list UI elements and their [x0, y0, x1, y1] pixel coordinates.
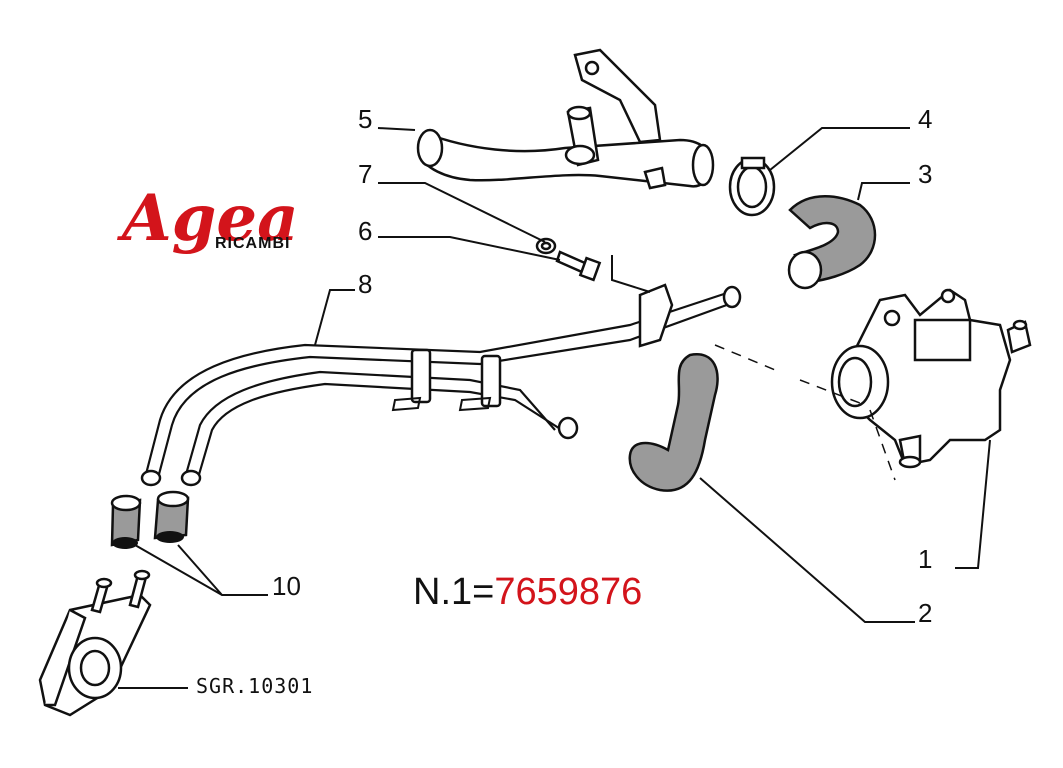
- part-reference-prefix: N.1=: [413, 571, 494, 613]
- part-reference: N.1=7659876: [413, 571, 642, 613]
- part-7-washer: [535, 237, 557, 255]
- callout-7: 7: [358, 159, 372, 189]
- assembly-guide-line: [714, 344, 896, 481]
- brand-logo: Agea RICAMBI: [117, 181, 299, 256]
- callout-4: 4: [918, 104, 932, 134]
- callout-6: 6: [358, 216, 372, 246]
- callout-10: 10: [272, 571, 301, 601]
- callout-8: 8: [358, 269, 372, 299]
- callout-1: 1: [918, 544, 932, 574]
- part-3-elbow-hose: [787, 195, 877, 290]
- callout-5: 5: [358, 104, 372, 134]
- part-2-radiator-hose: [628, 353, 719, 492]
- part-5-water-pipe: [416, 48, 715, 190]
- drawing-code: SGR.10301: [196, 674, 313, 698]
- part-8-tube-assembly: [140, 255, 742, 487]
- brand-subtitle: RICAMBI: [215, 235, 290, 252]
- oil-cooler: [38, 569, 152, 717]
- part-6-bolt: [555, 250, 602, 282]
- part-1-thermostat-housing: [830, 288, 1032, 469]
- part-reference-number: 7659876: [494, 571, 642, 613]
- leader-lines: [118, 127, 991, 689]
- brand-name: Agea: [117, 181, 299, 256]
- part-4-hose-clamp: [728, 156, 776, 217]
- part-10-rubber-sleeves: [110, 490, 190, 549]
- callout-2: 2: [918, 598, 932, 628]
- callout-3: 3: [918, 159, 932, 189]
